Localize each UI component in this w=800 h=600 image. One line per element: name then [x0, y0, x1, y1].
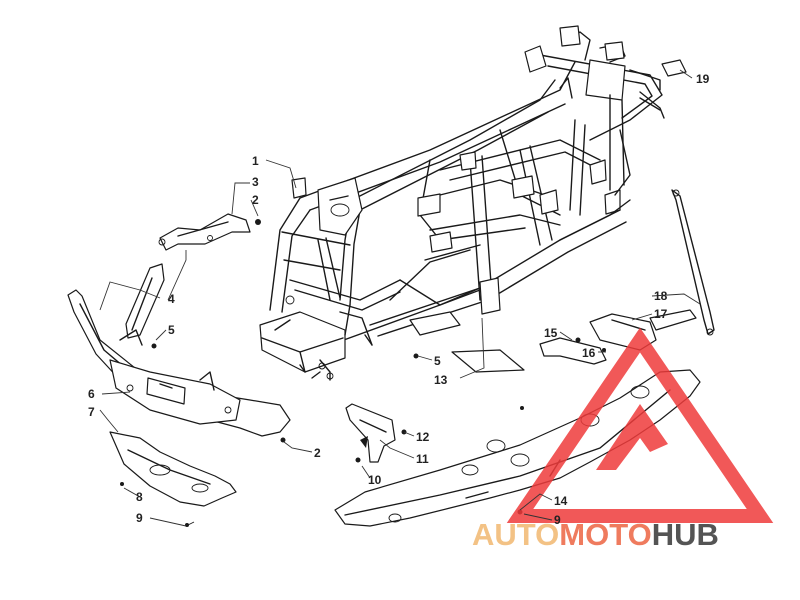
callout-19: 19	[696, 72, 710, 86]
callout-8: 8	[136, 490, 143, 504]
watermark-brand: AUTOMOTOHUB	[472, 517, 719, 553]
bolt-icon	[520, 406, 524, 410]
callout-17: 17	[654, 307, 668, 321]
front-upper-bracket	[158, 213, 251, 251]
rear-pad	[661, 59, 687, 77]
rear-right-bracket	[539, 309, 697, 365]
bolt-icon	[602, 348, 606, 352]
callout-11: 11	[416, 452, 429, 466]
callout-14: 14	[554, 494, 568, 508]
callout-10: 10	[368, 473, 382, 487]
watermark-hub: HUB	[651, 517, 719, 552]
watermark-auto: AUTO	[472, 517, 560, 552]
callout-16: 16	[582, 346, 596, 360]
front-vertical-bracket	[125, 263, 165, 339]
bolt-icon	[255, 219, 261, 225]
support-bracket	[345, 403, 396, 463]
callout-labels: 1 3 2 4 5 6 7 8 9 2 5 13 10 11 12 15 16 …	[88, 72, 710, 527]
callout-2: 2	[314, 446, 321, 460]
bolt-icon	[575, 337, 581, 343]
triangle-logo-icon	[506, 327, 774, 523]
callout-5: 5	[434, 354, 441, 368]
callout-12: 12	[416, 430, 430, 444]
watermark-moto: MOTO	[559, 517, 652, 552]
main-frame	[259, 25, 665, 381]
bolt-icon	[280, 437, 286, 443]
rear-support-rod	[671, 189, 715, 336]
leader-lines	[99, 69, 701, 527]
callout-18: 18	[654, 289, 668, 303]
callout-13: 13	[434, 373, 448, 387]
callout-5: 5	[168, 323, 175, 337]
heat-shield-plate	[451, 349, 525, 373]
callout-9: 9	[136, 511, 143, 525]
front-skid-plate	[109, 431, 237, 507]
bolt-icon	[185, 523, 189, 527]
callout-9: 9	[554, 513, 561, 527]
callout-3: 3	[252, 175, 259, 189]
bolt-icon	[120, 482, 124, 486]
bolt-icon	[151, 343, 157, 349]
bolt-icon	[355, 457, 361, 463]
front-bumper	[67, 289, 291, 437]
main-skid-plate	[334, 369, 701, 527]
callout-15: 15	[544, 326, 558, 340]
callout-7: 7	[88, 405, 95, 419]
callout-1: 1	[252, 154, 259, 168]
callout-4: 4	[168, 292, 175, 306]
callout-2: 2	[252, 193, 259, 207]
callout-6: 6	[88, 387, 95, 401]
bolt-icon	[413, 353, 419, 359]
